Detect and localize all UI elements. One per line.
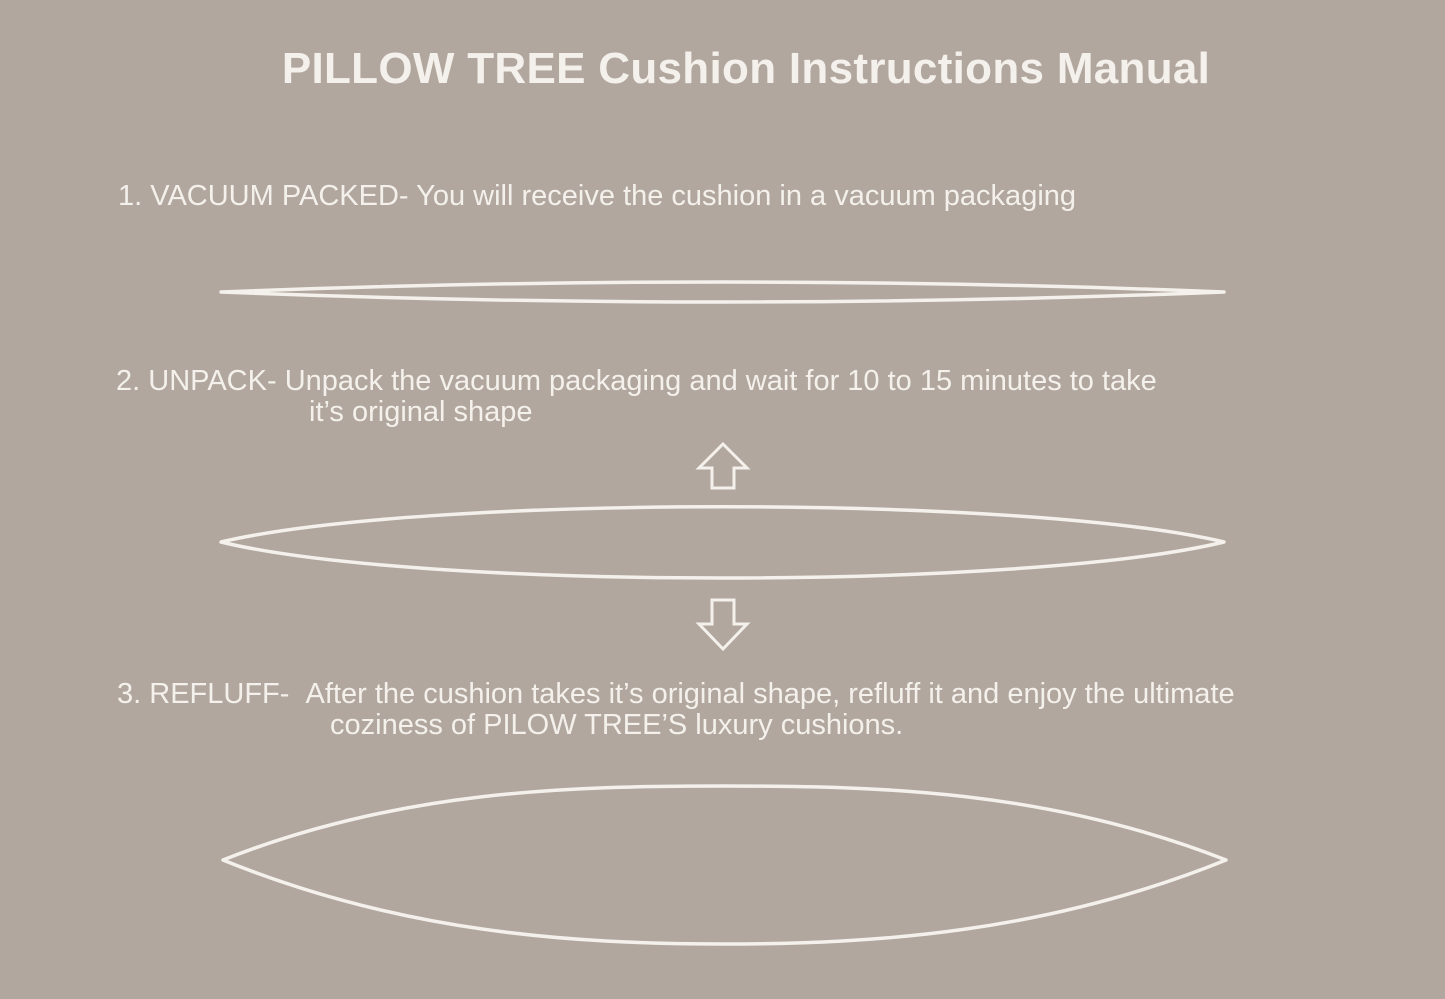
step-number: 1. (118, 180, 143, 212)
page-title: PILLOW TREE Cushion Instructions Manual (281, 44, 1211, 93)
full-cushion-outline (221, 784, 1228, 946)
step-label: REFLUFF- (149, 678, 290, 710)
step-2-unpack: 2. UNPACK- Unpack the vacuum packaging a… (116, 366, 1157, 428)
step-description-continued: coziness of PILOW TREE’S luxury cushions… (330, 709, 904, 741)
step-1-vacuum-packed: 1. VACUUM PACKED- You will receive the c… (118, 181, 1076, 212)
step-number: 2. (116, 365, 141, 397)
step-label: UNPACK- (148, 365, 277, 397)
medium-cushion-outline (219, 505, 1226, 580)
step-description: You will receive the cushion in a vacuum… (416, 180, 1077, 212)
step-description: Unpack the vacuum packaging and wait for… (284, 365, 1157, 397)
step-3-refluff: 3. REFLUFF- After the cushion takes it’s… (117, 679, 1235, 741)
step-number: 3. (117, 678, 142, 710)
step-label: VACUUM PACKED- (150, 180, 409, 212)
step-description-continued: it’s original shape (309, 396, 533, 428)
arrow-down-outline-icon (695, 598, 751, 652)
arrow-up-outline-icon (695, 441, 751, 490)
flat-cushion-outline (219, 280, 1226, 304)
step-description: After the cushion takes it’s original sh… (305, 678, 1235, 710)
